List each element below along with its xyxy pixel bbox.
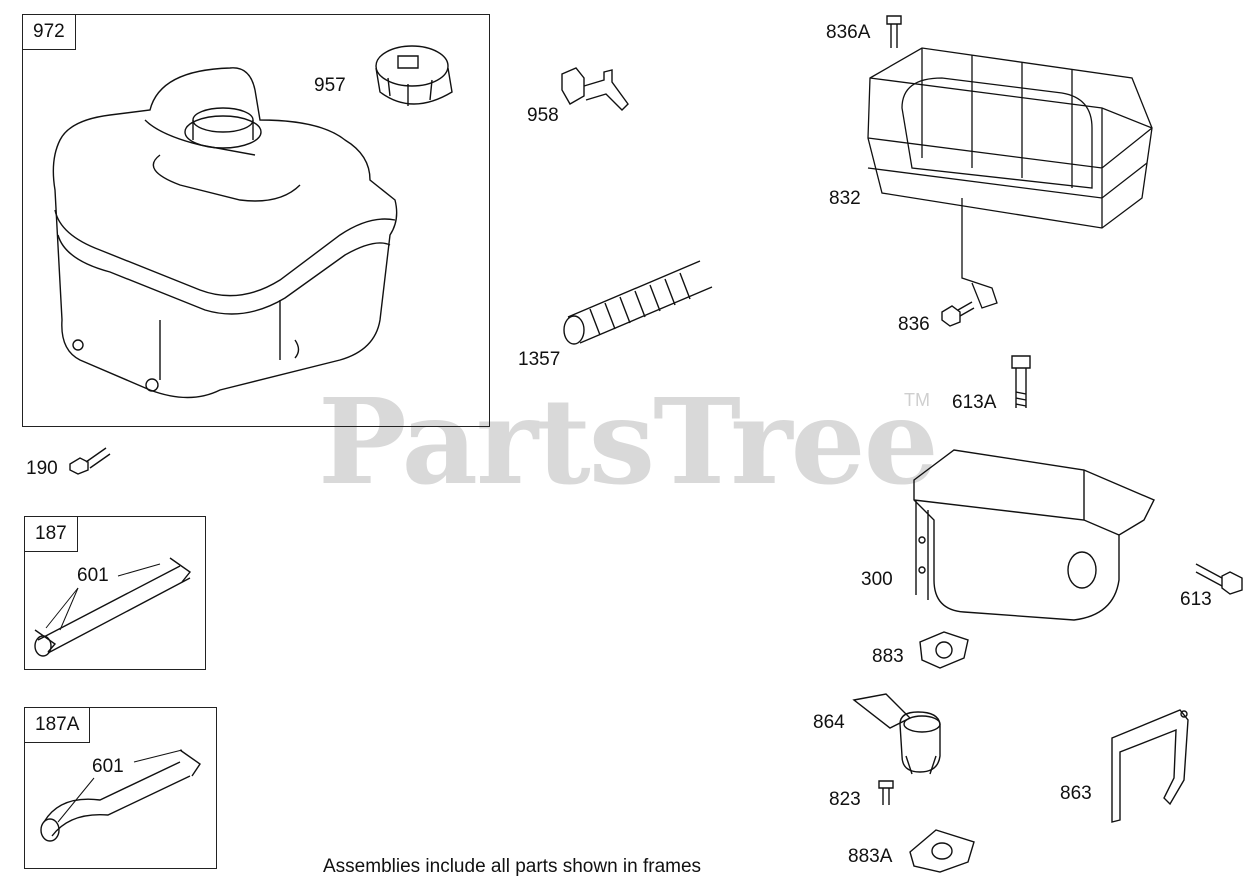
fuel-tank-icon[interactable] <box>40 60 410 410</box>
callout-957: 957 <box>314 75 346 96</box>
muffler-bolt-top-icon[interactable] <box>1006 352 1036 414</box>
muffler-guard-icon[interactable] <box>862 38 1162 316</box>
fuel-hose-icon[interactable] <box>560 255 720 355</box>
frame-972-tag: 972 <box>23 15 76 50</box>
leader-601-frame-187A <box>0 0 1 1</box>
frame-972: 972 <box>22 14 490 427</box>
frame-187A: 187A <box>24 707 217 869</box>
gasket-lower-icon[interactable] <box>904 824 980 876</box>
watermark-text: PartsTree <box>318 372 939 511</box>
callout-823: 823 <box>829 789 861 810</box>
callout-601-frame-187: 601 <box>77 565 109 586</box>
footer-note: Assemblies include all parts shown in fr… <box>323 856 702 877</box>
watermark-trademark: TM <box>904 390 930 410</box>
callout-958: 958 <box>527 105 559 126</box>
callout-836: 836 <box>898 314 930 335</box>
guard-bolt-top-icon[interactable] <box>884 12 904 52</box>
frame-187A-tag: 187A <box>25 708 91 743</box>
callout-1357: 1357 <box>518 349 561 370</box>
leader-601-frame-187 <box>0 0 1 1</box>
muffler-bolt-icon[interactable] <box>1190 556 1250 606</box>
callout-613A: 613A <box>952 392 997 413</box>
callout-613: 613 <box>1180 589 1212 610</box>
tank-screw-icon[interactable] <box>66 440 114 476</box>
fuel-line-curved-icon[interactable] <box>30 740 215 865</box>
shutoff-valve-icon[interactable] <box>556 60 636 125</box>
callout-836A: 836A <box>826 22 871 43</box>
callout-601-frame-187A: 601 <box>92 756 124 777</box>
callout-832: 832 <box>829 188 861 209</box>
callout-883: 883 <box>872 646 904 667</box>
callout-864: 864 <box>813 712 845 733</box>
muffler-icon[interactable] <box>904 440 1164 630</box>
fuel-line-straight-icon[interactable] <box>30 548 200 663</box>
frame-187: 187 <box>24 516 206 670</box>
gasket-icon[interactable] <box>914 628 974 672</box>
callout-863: 863 <box>1060 783 1092 804</box>
guard-bolt-icon[interactable] <box>938 296 978 330</box>
support-bracket-icon[interactable] <box>1100 700 1196 826</box>
callout-300: 300 <box>861 569 893 590</box>
bracket-screw-icon[interactable] <box>876 778 896 808</box>
fuel-cap-icon[interactable] <box>368 40 468 120</box>
exhaust-bracket-icon[interactable] <box>850 694 970 778</box>
callout-190: 190 <box>26 458 58 479</box>
frame-187-tag: 187 <box>25 517 78 552</box>
callout-883A: 883A <box>848 846 893 867</box>
